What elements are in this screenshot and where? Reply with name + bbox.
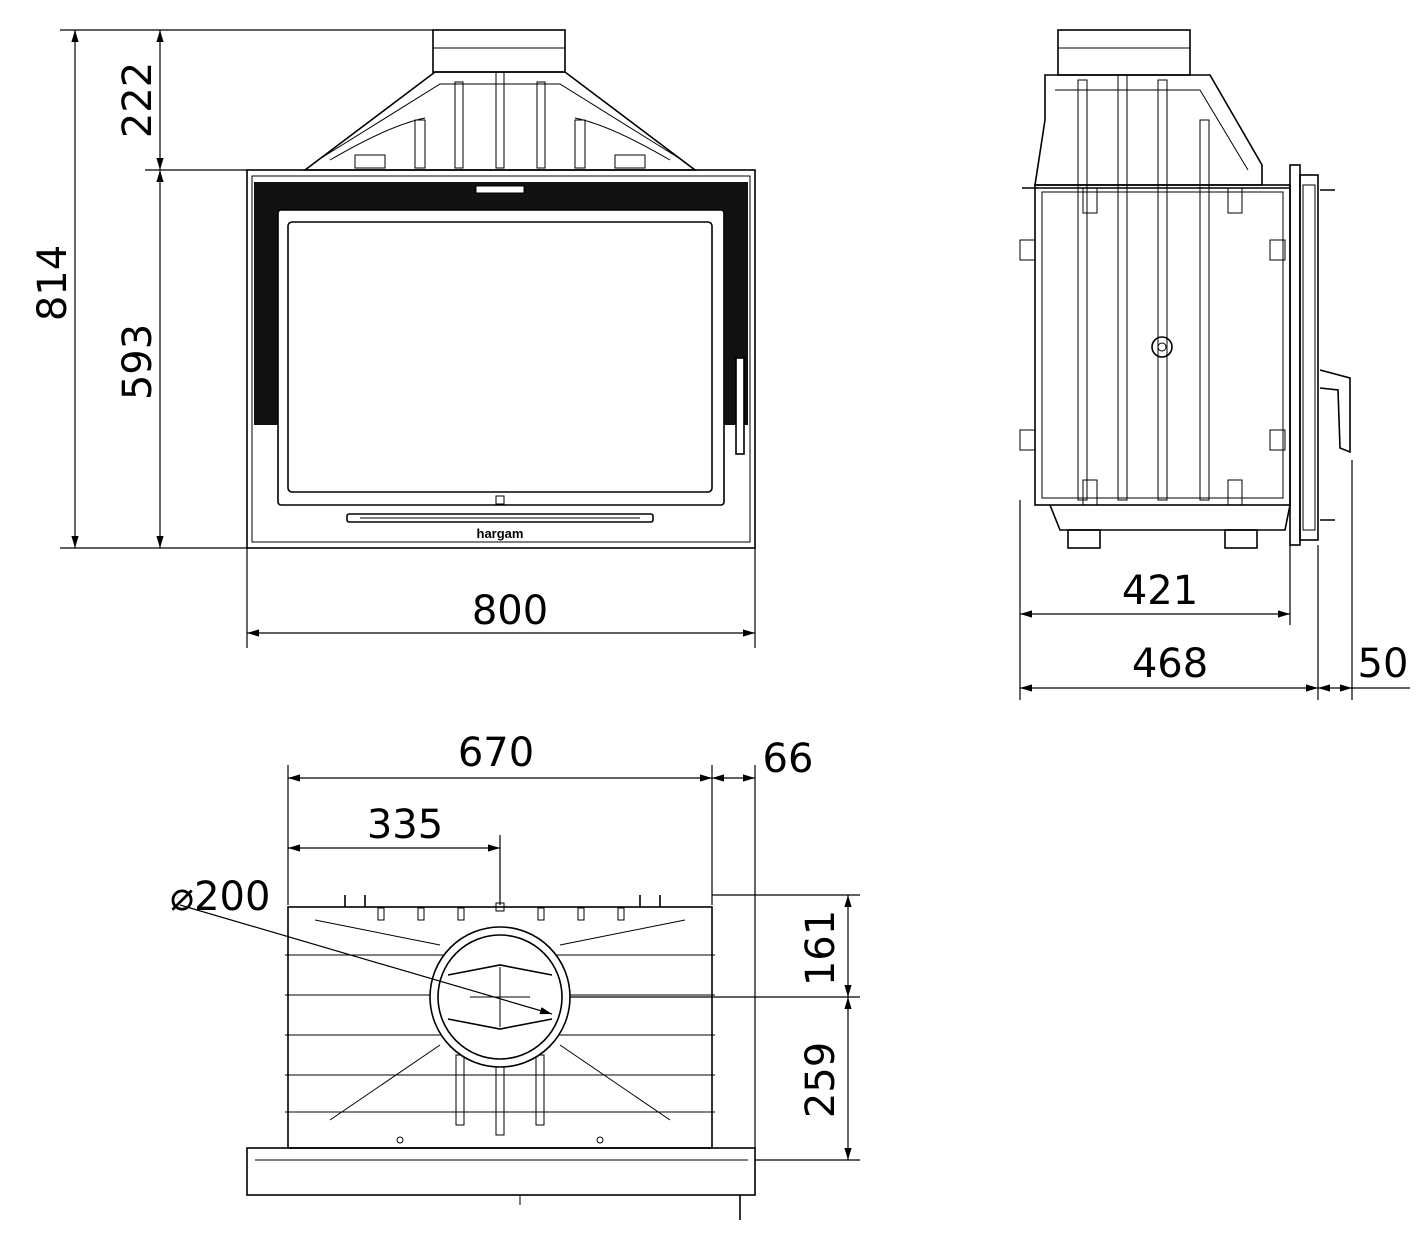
flue-collar bbox=[432, 29, 566, 73]
hood bbox=[302, 71, 698, 171]
dim-flue-from-front: 259 bbox=[798, 1042, 844, 1118]
side-body bbox=[1019, 74, 1291, 549]
top-view: 670 66 335 ⌀200 161 259 bbox=[170, 730, 860, 1220]
dim-body-width: 670 bbox=[458, 730, 534, 776]
dim-flue-diameter: ⌀200 bbox=[170, 874, 270, 920]
front-dimensions bbox=[60, 29, 756, 648]
dim-front-overhang: 66 bbox=[763, 736, 814, 782]
side-front-panel bbox=[1289, 164, 1351, 546]
brand-logo: hargam bbox=[477, 526, 524, 541]
front-view: hargam 814 222 593 800 bbox=[30, 29, 756, 648]
top-dimensions bbox=[179, 765, 860, 1161]
dim-body-depth: 421 bbox=[1122, 568, 1198, 614]
side-dimensions bbox=[1019, 460, 1410, 700]
dim-flue-center: 335 bbox=[367, 802, 443, 848]
dim-body-height: 593 bbox=[115, 324, 161, 400]
side-collar bbox=[1057, 29, 1191, 76]
dim-flue-from-back: 161 bbox=[798, 910, 844, 986]
side-view: 421 468 50 bbox=[1019, 29, 1410, 700]
front-frame bbox=[246, 169, 756, 549]
dim-hood-height: 222 bbox=[115, 62, 161, 138]
flue-outlet bbox=[429, 926, 571, 1068]
dim-front-depth: 50 bbox=[1358, 641, 1409, 687]
top-front-plate bbox=[246, 1147, 756, 1220]
side-hood bbox=[1034, 74, 1263, 186]
dim-width: 800 bbox=[472, 588, 548, 634]
dim-total-height: 814 bbox=[30, 245, 76, 321]
dim-total-depth: 468 bbox=[1132, 641, 1208, 687]
door-handle-bar bbox=[346, 513, 654, 523]
